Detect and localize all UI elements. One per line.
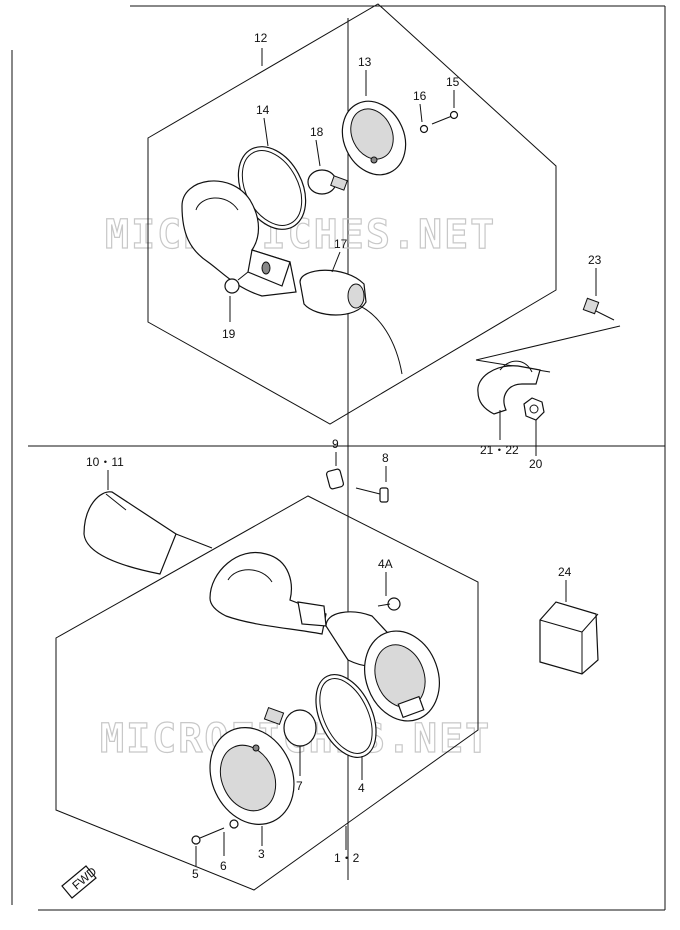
socket-bottom	[325, 611, 440, 722]
callout-4: 4	[358, 781, 365, 795]
callout-9: 9	[332, 437, 339, 451]
callout-21-22: 21・22	[480, 443, 519, 457]
callout-15: 15	[446, 75, 460, 89]
top-assembly	[147, 3, 557, 425]
nut-20	[523, 397, 545, 421]
cover-10-11	[83, 491, 177, 575]
gasket-4	[315, 674, 377, 758]
screw-4A	[377, 597, 401, 611]
screw-19	[224, 271, 249, 294]
bulb-18	[307, 169, 348, 195]
bracket-group	[475, 268, 621, 456]
callout-10-11: 10・11	[86, 455, 124, 469]
callout-17: 17	[334, 237, 348, 251]
callout-18: 18	[310, 125, 324, 139]
washer-6	[229, 819, 239, 829]
callout-20: 20	[529, 457, 543, 471]
callout-4A: 4A	[378, 557, 393, 571]
callout-12: 12	[254, 31, 268, 45]
lens-3	[209, 727, 295, 825]
reference-lines	[11, 5, 666, 911]
callout-6: 6	[220, 859, 227, 873]
callout-19: 19	[222, 327, 236, 341]
bolt-8	[355, 487, 389, 503]
callout-1-2: 1・2	[334, 851, 360, 865]
screw-5	[191, 827, 225, 845]
callout-24: 24	[558, 565, 572, 579]
bracket-21-22	[477, 360, 541, 415]
bolt-23	[582, 297, 615, 321]
callout-13: 13	[358, 55, 372, 69]
bottom-assembly	[55, 452, 479, 891]
housing-top	[181, 180, 297, 297]
callout-3: 3	[258, 847, 265, 861]
housing-bottom	[209, 551, 327, 635]
callout-7: 7	[296, 779, 303, 793]
bulb-7	[263, 706, 317, 747]
callout-5: 5	[192, 867, 199, 881]
spacer-9	[325, 468, 345, 490]
washer-16	[419, 124, 429, 134]
callout-14: 14	[256, 103, 270, 117]
fwd-arrow: FWD	[61, 864, 100, 899]
callout-16: 16	[413, 89, 427, 103]
relay-24	[539, 580, 599, 675]
callout-23: 23	[588, 253, 602, 267]
callout-labels: 12 13 14 15 16 18 17 19 23 21・22 20 9 8 …	[86, 31, 602, 881]
socket-17	[299, 269, 403, 375]
screw-15	[431, 110, 459, 125]
callout-8: 8	[382, 451, 389, 465]
